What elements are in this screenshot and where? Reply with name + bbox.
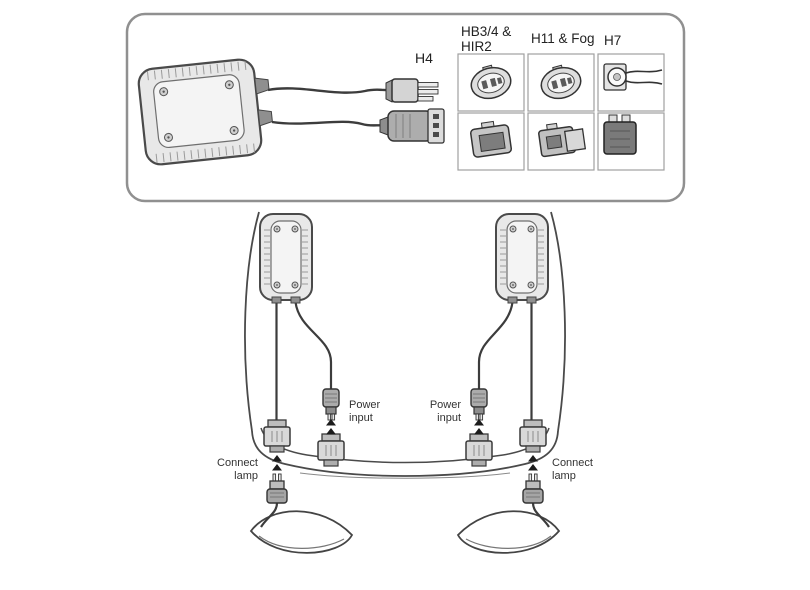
headlamp-left-outline [249,510,354,554]
h7-bulb-connector-icon [603,63,663,91]
lamp-socket-right [519,419,547,453]
grid-cell [527,53,595,112]
connector-ribs [395,114,411,138]
connector-collar [379,116,389,136]
hb34-socket-connector-icon [470,120,512,158]
lamp-plug-cable-left [260,502,279,528]
headlamp-right-inner-line [465,535,552,549]
power-cable-right [477,301,514,389]
led-driver-unit-right [495,213,549,304]
connect-lamp-label-right-line2: lamp [552,470,576,482]
power-socket-right [465,433,493,467]
hb34-label-line1: HB3/4 & [461,24,511,39]
power-cable-left [294,301,333,389]
bumper-inner-line [260,427,550,464]
connect-lamp-label-left-line1: Connect [217,457,258,469]
power-input-label-left-line1: Power [349,399,381,411]
bumper-lip-line [299,472,511,479]
connector-slot [433,114,439,119]
unit-face [153,74,245,149]
insert-arrows-power-left-icon [326,419,336,435]
power-input-label-right-line2: input [437,412,461,424]
power-input-label-left-line2: input [349,412,373,424]
car-outline [244,211,566,554]
plug-collar [385,79,393,103]
install-left: Power input Connect lamp [217,213,381,528]
h11-label: H11 & Fog [531,31,595,46]
connect-lamp-label-right-line1: Connect [552,457,593,469]
led-driver-unit-top [137,58,273,166]
car-body-left-line [244,211,260,432]
hb34-label-line2: HIR2 [461,39,492,54]
plug-prong [417,96,434,102]
h7-socket-connector-icon [603,114,637,155]
unit-ribs-bottom [155,143,256,163]
lamp-plug-left [266,473,288,504]
kit-contents-panel: H4 HB3/4 & HIR2 H11 & Fog H7 [125,12,686,203]
h4-male-plug [385,78,439,103]
connector-grid: HB3/4 & HIR2 H11 & Fog H7 [457,24,665,171]
bumper-outer-line [251,430,559,477]
unit-ribs-top [146,60,247,81]
insert-arrows-power-right-icon [474,419,484,435]
car-body-right-line [550,211,566,432]
led-driver-unit-left [259,213,313,304]
plug-body [391,78,419,103]
install-right: Power input Connect lamp [430,213,593,528]
headlamp-right-outline [456,510,561,554]
h7-label: H7 [604,33,621,48]
power-socket-left [317,433,345,467]
plug-prong [417,89,439,95]
h11-socket-connector-icon [538,122,587,158]
power-input-label-right-line1: Power [430,399,462,411]
power-plug-right [470,388,488,421]
headlamp-left [249,510,354,554]
lamp-plug-cable-right [531,502,550,528]
h4-cable-upper [267,87,393,94]
connect-lamp-label-left-line2: lamp [234,470,258,482]
connector-slot [433,132,439,137]
lamp-socket-left [263,419,291,453]
power-plug-left [322,388,340,421]
h4-female-connector [379,108,445,144]
h4-cable-lower [271,120,387,128]
plug-prong [417,82,439,88]
headlamp-right [456,510,561,554]
connector-slot [433,123,439,128]
lamp-plug-right [522,473,544,504]
h4-label: H4 [415,50,433,66]
headlamp-left-inner-line [258,535,345,549]
